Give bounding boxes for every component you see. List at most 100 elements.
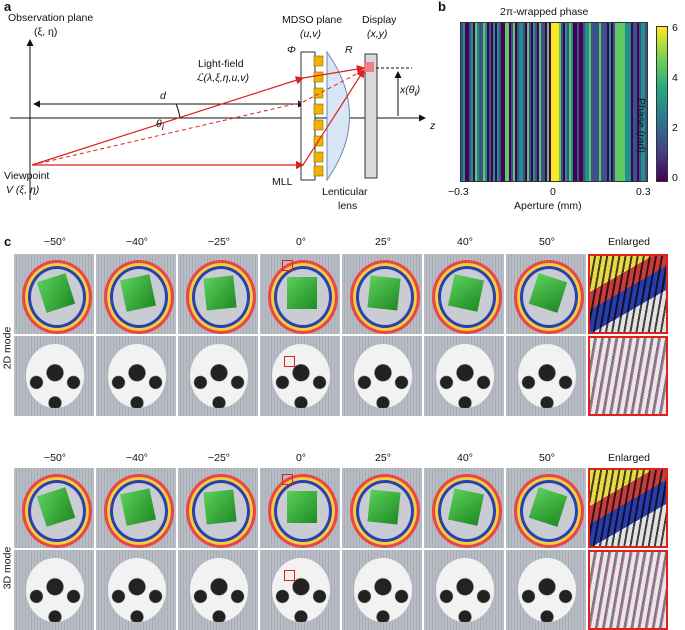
- angle-label: 50°: [539, 452, 555, 464]
- phase-panel: b 2π-wrapped phase 6 4 2 0 Phase (rad) −…: [438, 0, 685, 230]
- phase-stripe: [465, 23, 468, 181]
- phase-stripe: [605, 23, 608, 181]
- target-rings: [186, 260, 256, 334]
- mdso-plane-label: MDSO plane: [282, 14, 343, 26]
- phase-stripe: [629, 23, 632, 181]
- soccer-ball: [354, 558, 412, 622]
- phase-stripe: [595, 23, 598, 181]
- target-rings: [350, 260, 420, 334]
- soccer-ball: [108, 344, 166, 408]
- phase-stripe: [533, 23, 536, 181]
- soccer-ball-image: [424, 550, 504, 630]
- enlarged-image: [588, 254, 668, 334]
- soccer-ball: [518, 558, 576, 622]
- soccer-ball: [190, 558, 248, 622]
- soccer-ball: [436, 558, 494, 622]
- angle-label: 25°: [375, 236, 391, 248]
- zoom-box: [282, 474, 293, 485]
- angle-label: Enlarged: [607, 452, 651, 464]
- phase-stripe: [623, 23, 626, 181]
- phase-stripe: [493, 23, 496, 181]
- x-tick: 0.3: [636, 186, 651, 198]
- phase-stripe: [537, 23, 540, 181]
- cube-image: [96, 468, 176, 548]
- green-cube: [203, 275, 237, 311]
- soccer-ball-image: [260, 336, 340, 416]
- phase-stripe: [625, 23, 628, 181]
- green-cube: [287, 277, 317, 309]
- cube-image: [506, 468, 586, 548]
- green-cube: [367, 489, 401, 525]
- angle-label: −50°: [43, 452, 66, 464]
- phase-stripe: [593, 23, 596, 181]
- panel-a-letter: a: [4, 0, 12, 14]
- x-tick: −0.3: [448, 186, 469, 198]
- angle-label: −25°: [207, 236, 230, 248]
- soccer-ball-image: [14, 336, 94, 416]
- soccer-ball-image: [96, 550, 176, 630]
- soccer-ball: [26, 558, 84, 622]
- green-cube: [203, 489, 237, 525]
- phase-stripe: [545, 23, 548, 181]
- phase-stripe: [513, 23, 516, 181]
- phase-stripe: [601, 23, 604, 181]
- angle-label: 40°: [457, 452, 473, 464]
- angle-label: 0°: [295, 236, 307, 248]
- phase-stripe: [611, 23, 614, 181]
- cube-image: [424, 468, 504, 548]
- phase-stripe: [523, 23, 526, 181]
- zoom-box: [282, 260, 293, 271]
- phase-stripe: [583, 23, 586, 181]
- soccer-ball: [272, 558, 330, 622]
- phase-stripe: [551, 23, 554, 181]
- phase-stripe: [555, 23, 558, 181]
- phase-stripe: [531, 23, 534, 181]
- angle-label: −40°: [125, 452, 148, 464]
- soccer-ball-image: [342, 550, 422, 630]
- phase-stripe: [549, 23, 552, 181]
- phase-stripe: [559, 23, 562, 181]
- phase-stripe: [585, 23, 588, 181]
- phase-stripe: [567, 23, 570, 181]
- angle-label: 50°: [539, 236, 555, 248]
- phase-stripe: [543, 23, 546, 181]
- phase-stripe: [563, 23, 566, 181]
- green-cube: [448, 274, 484, 312]
- phase-stripe: [547, 23, 550, 181]
- phase-stripe: [569, 23, 572, 181]
- phase-stripe: [591, 23, 594, 181]
- display-coords: (x,y): [367, 28, 388, 40]
- green-cube: [448, 488, 484, 526]
- phase-stripe: [639, 23, 642, 181]
- distance-d-label: d: [160, 90, 166, 102]
- phi-label: Φ: [287, 44, 296, 56]
- cube-image: [14, 254, 94, 334]
- green-cube: [36, 273, 76, 313]
- phase-stripe: [575, 23, 578, 181]
- phase-stripe: [637, 23, 640, 181]
- phase-stripe: [473, 23, 476, 181]
- angle-label: 0°: [295, 452, 307, 464]
- phase-stripe: [483, 23, 486, 181]
- soccer-ball: [190, 344, 248, 408]
- soccer-ball: [518, 344, 576, 408]
- phase-stripe: [561, 23, 564, 181]
- mdso-coords: (u,v): [300, 28, 321, 40]
- viewpoint-expr: V (ξ, η): [6, 184, 40, 196]
- green-cube: [528, 273, 568, 313]
- phase-stripe: [509, 23, 512, 181]
- phase-stripe: [609, 23, 612, 181]
- phase-stripe: [515, 23, 518, 181]
- phase-stripe: [577, 23, 580, 181]
- phase-stripe: [557, 23, 560, 181]
- phase-stripe: [535, 23, 538, 181]
- phase-stripe: [481, 23, 484, 181]
- target-rings: [514, 260, 584, 334]
- target-rings: [268, 474, 338, 548]
- phase-stripe: [495, 23, 498, 181]
- phase-stripe: [565, 23, 568, 181]
- green-cube: [120, 488, 156, 526]
- green-cube: [528, 487, 568, 527]
- target-rings: [432, 260, 502, 334]
- angle-label: −50°: [43, 236, 66, 248]
